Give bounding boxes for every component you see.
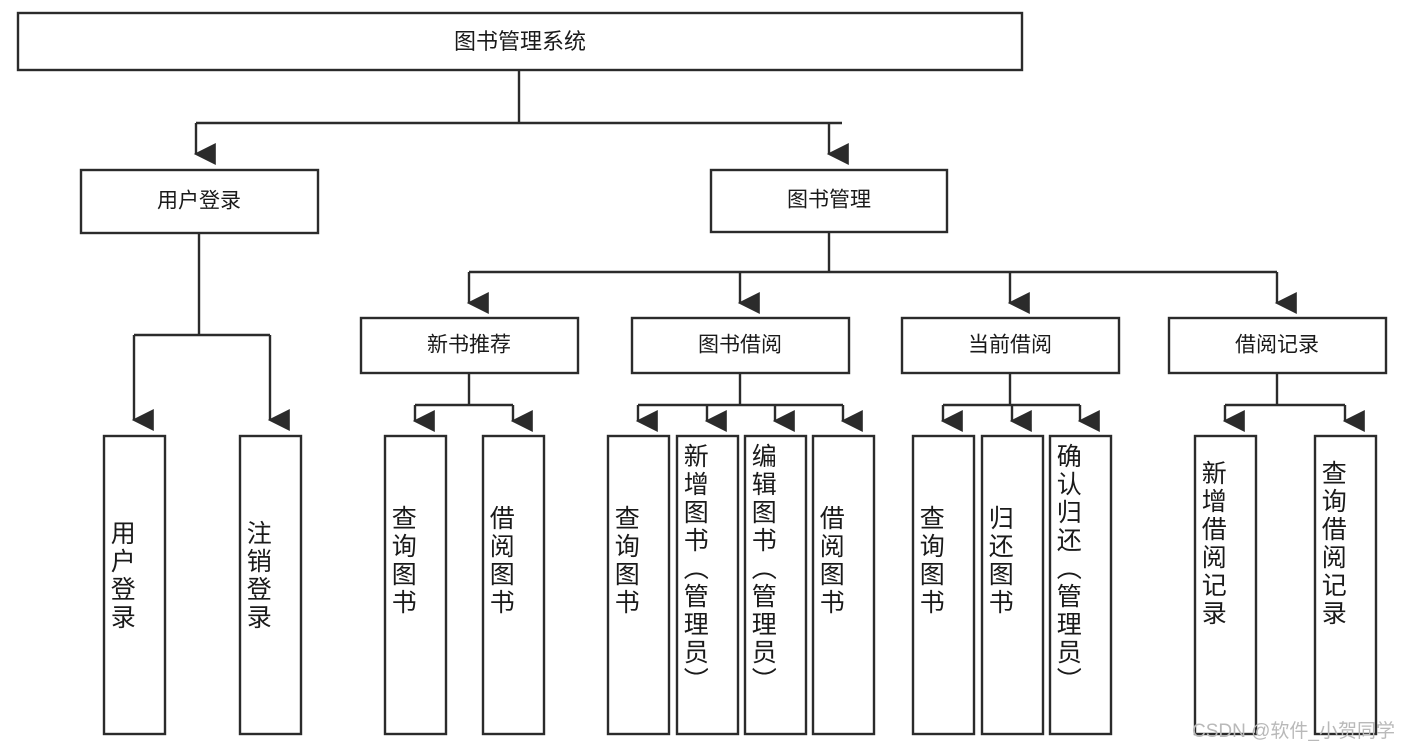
node-book-borrow-label: 图书借阅	[698, 334, 782, 357]
node-book-borrow[interactable]: 图书借阅	[630, 316, 851, 375]
node-new-book-recommend[interactable]: 新书推荐	[359, 316, 580, 375]
connector-root-to-level2	[193, 70, 849, 165]
leaf-boxes	[102, 434, 1378, 736]
leaf-add-book-box[interactable]	[675, 434, 740, 736]
node-root-label: 图书管理系统	[454, 29, 586, 54]
leaf-add-record-box[interactable]	[1193, 434, 1258, 736]
node-root-box	[16, 11, 1024, 72]
node-current-borrow-label: 当前借阅	[968, 334, 1052, 357]
node-book-manage[interactable]: 图书管理	[709, 168, 949, 234]
leaf-user-login-box[interactable]	[102, 434, 167, 736]
connector-currentborrow-to-leaves	[940, 373, 1100, 432]
node-current-borrow[interactable]: 当前借阅	[900, 316, 1121, 375]
node-user-login-label: 用户登录	[157, 190, 241, 213]
node-borrow-record-box	[1167, 316, 1388, 375]
node-borrow-record[interactable]: 借阅记录	[1167, 316, 1388, 375]
node-borrow-record-label: 借阅记录	[1235, 334, 1319, 357]
leaf-query-book-1-box[interactable]	[383, 434, 448, 736]
connector-newbook-to-leaves	[412, 373, 533, 432]
node-book-borrow-box	[630, 316, 851, 375]
node-book-manage-box	[709, 168, 949, 234]
connector-bookborrow-to-leaves	[635, 373, 863, 432]
connector-userlogin-to-leaves	[131, 233, 290, 431]
leaf-borrow-book-1-box[interactable]	[481, 434, 546, 736]
node-user-login-box	[79, 168, 320, 235]
node-root[interactable]: 图书管理系统	[16, 11, 1024, 72]
leaf-query-book-2-box[interactable]	[606, 434, 671, 736]
leaf-logout-login-box[interactable]	[238, 434, 303, 736]
leaf-borrow-book-2-box[interactable]	[811, 434, 876, 736]
connector-bookmanage-to-level3	[466, 232, 1297, 314]
connector-borrowrecord-to-leaves	[1222, 373, 1365, 432]
leaf-confirm-return-box[interactable]	[1048, 434, 1113, 736]
watermark-text: CSDN @软件_小贺同学	[1192, 721, 1395, 742]
leaf-return-book-box[interactable]	[980, 434, 1045, 736]
leaf-edit-book-box[interactable]	[743, 434, 808, 736]
leaf-query-record-box[interactable]	[1313, 434, 1378, 736]
node-book-manage-label: 图书管理	[787, 189, 871, 212]
node-current-borrow-box	[900, 316, 1121, 375]
node-user-login[interactable]: 用户登录	[79, 168, 320, 235]
node-new-book-recommend-box	[359, 316, 580, 375]
node-new-book-recommend-label: 新书推荐	[427, 334, 511, 357]
leaf-query-book-3-box[interactable]	[911, 434, 976, 736]
